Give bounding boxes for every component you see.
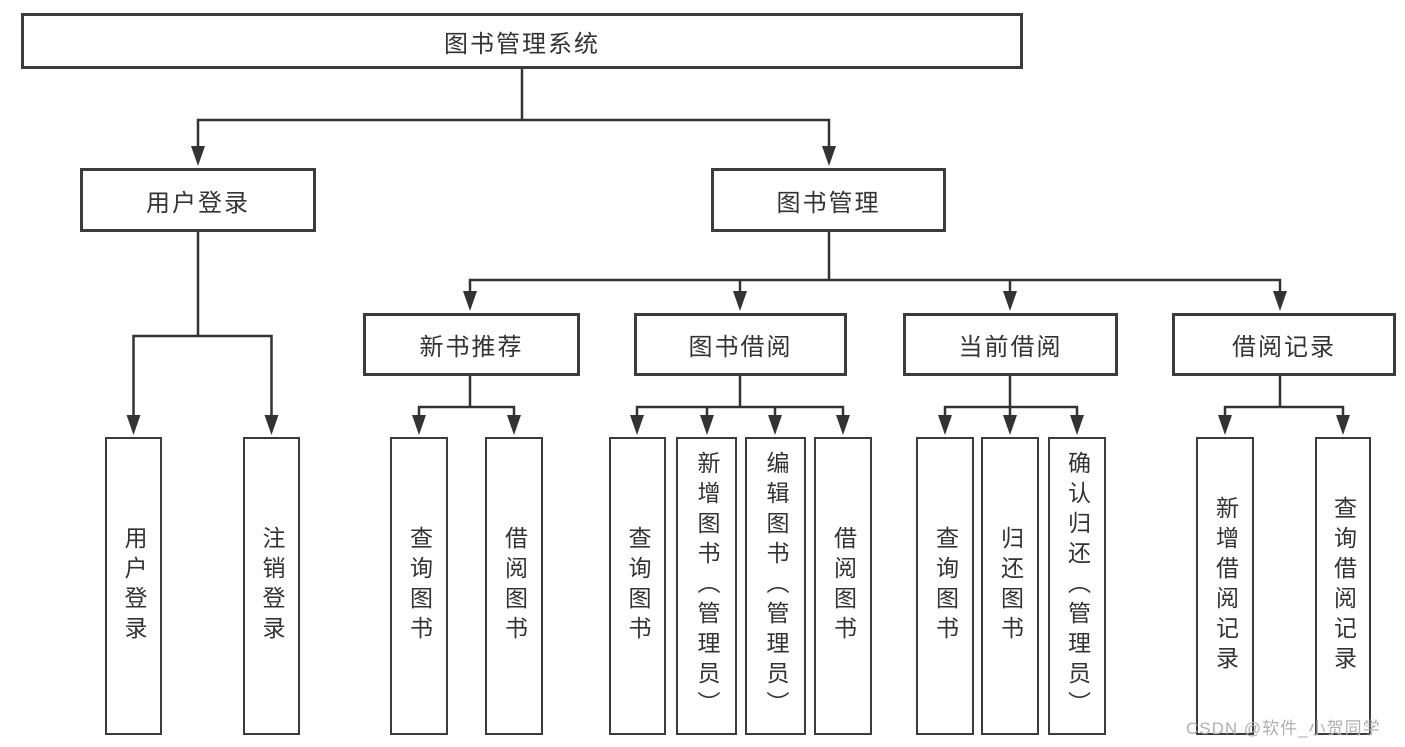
leaf-query-borrow-record-label: 查询借阅记录 bbox=[1330, 496, 1357, 676]
leaf-user-login-label: 用户登录 bbox=[121, 526, 147, 646]
node-library-system-label: 图书管理系统 bbox=[444, 30, 600, 58]
node-library-system: 图书管理系统 bbox=[21, 13, 1023, 69]
leaf-confirm-return-admin-label: 确认归还（管理员） bbox=[1064, 451, 1091, 721]
connector-user-login bbox=[132, 232, 273, 417]
leaf-borrow-books-recommend: 借阅图书 bbox=[485, 437, 543, 735]
node-book-management: 图书管理 bbox=[711, 168, 946, 232]
leaf-logout-label: 注销登录 bbox=[259, 526, 285, 646]
leaf-logout: 注销登录 bbox=[243, 437, 300, 735]
connector-book-borrowing bbox=[635, 376, 845, 417]
arrowheads bbox=[126, 146, 1350, 435]
leaf-query-books-recommend-label: 查询图书 bbox=[406, 526, 433, 646]
node-user-login-label: 用户登录 bbox=[146, 189, 250, 217]
leaf-query-books-current: 查询图书 bbox=[916, 437, 974, 735]
node-book-borrowing: 图书借阅 bbox=[634, 313, 847, 376]
leaf-query-books-borrowing-label: 查询图书 bbox=[625, 526, 651, 646]
node-new-book-recommend-label: 新书推荐 bbox=[419, 334, 524, 361]
leaf-borrow-books-borrowing: 借阅图书 bbox=[814, 437, 872, 735]
node-borrowing-records-label: 借阅记录 bbox=[1232, 334, 1336, 361]
node-current-borrowing: 当前借阅 bbox=[903, 313, 1118, 376]
leaf-confirm-return-admin: 确认归还（管理员） bbox=[1048, 437, 1106, 735]
node-current-borrowing-label: 当前借阅 bbox=[958, 334, 1063, 361]
leaf-add-borrow-record: 新增借阅记录 bbox=[1196, 437, 1254, 735]
node-book-management-label: 图书管理 bbox=[776, 189, 881, 217]
leaf-query-books-current-label: 查询图书 bbox=[932, 526, 959, 646]
connector-new-book bbox=[417, 376, 516, 417]
node-user-login: 用户登录 bbox=[80, 168, 316, 232]
node-book-borrowing-label: 图书借阅 bbox=[688, 334, 793, 361]
leaf-add-borrow-record-label: 新增借阅记录 bbox=[1212, 496, 1239, 676]
leaf-edit-book-admin-label: 编辑图书（管理员） bbox=[763, 451, 789, 721]
leaf-return-books-label: 归还图书 bbox=[997, 526, 1024, 646]
leaf-query-books-borrowing: 查询图书 bbox=[609, 437, 666, 735]
leaf-query-borrow-record: 查询借阅记录 bbox=[1315, 437, 1371, 735]
leaf-query-books-recommend: 查询图书 bbox=[390, 437, 448, 735]
connector-root bbox=[196, 69, 831, 148]
connector-borrowing-records bbox=[1223, 376, 1345, 417]
leaf-add-book-admin-label: 新增图书（管理员） bbox=[694, 451, 720, 721]
csdn-watermark: CSDN @软件_小贺同学 bbox=[1186, 719, 1381, 738]
leaf-edit-book-admin: 编辑图书（管理员） bbox=[745, 437, 806, 735]
leaf-borrow-books-borrowing-label: 借阅图书 bbox=[830, 526, 857, 646]
leaf-user-login: 用户登录 bbox=[105, 437, 162, 735]
node-new-book-recommend: 新书推荐 bbox=[363, 313, 580, 376]
leaf-return-books: 归还图书 bbox=[981, 437, 1039, 735]
leaf-add-book-admin: 新增图书（管理员） bbox=[676, 437, 737, 735]
leaf-borrow-books-recommend-label: 借阅图书 bbox=[501, 526, 528, 646]
connector-current-borrowing bbox=[943, 376, 1079, 417]
node-borrowing-records: 借阅记录 bbox=[1172, 313, 1396, 376]
connector-book-management bbox=[468, 232, 1282, 293]
